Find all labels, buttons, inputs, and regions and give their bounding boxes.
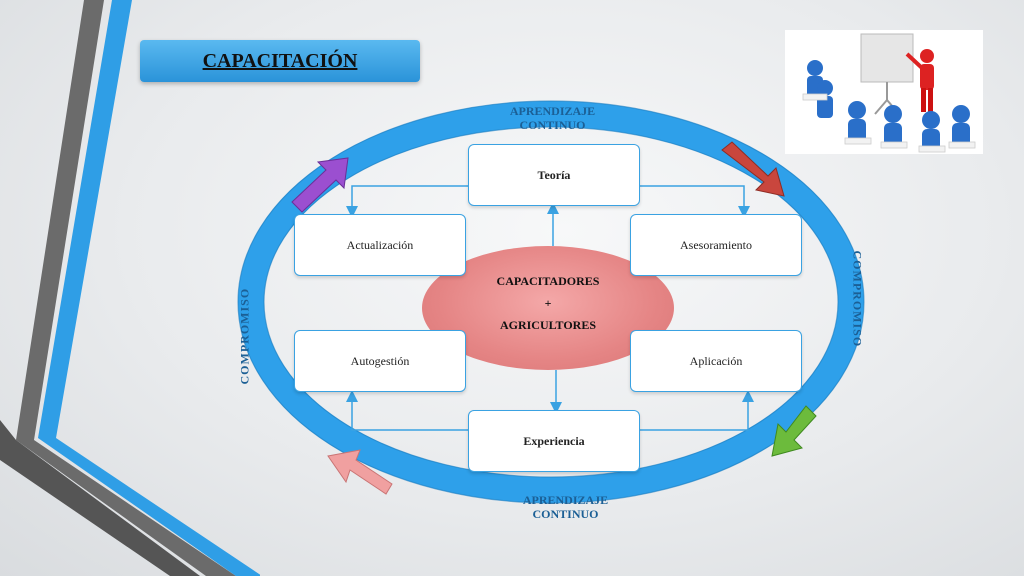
arrow-pink-icon	[327, 449, 393, 495]
ring-label-bottom-line2: CONTINUO	[532, 507, 599, 521]
arrow-green-icon	[771, 405, 817, 457]
center-text: CAPACITADORES + AGRICULTORES	[422, 270, 674, 336]
node-experiencia: Experiencia	[468, 410, 640, 472]
center-line-agricultores: AGRICULTORES	[499, 318, 597, 332]
node-teoria: Teoría	[468, 144, 640, 206]
center-line-capacitadores: CAPACITADORES	[496, 274, 600, 288]
connector-experiencia-aplicacion	[640, 390, 754, 431]
node-aplicacion: Aplicación	[630, 330, 802, 392]
ring-label-top: APRENDIZAJE CONTINUO	[500, 104, 605, 132]
title-box: CAPACITACIÓN	[140, 40, 420, 82]
outer-ring	[238, 101, 864, 503]
arrow-purple-icon	[291, 157, 349, 213]
ring-label-top-line1: APRENDIZAJE	[509, 104, 596, 118]
ring-label-left: COMPROMISO	[237, 287, 252, 385]
node-asesoramiento: Asesoramiento	[630, 214, 802, 276]
arrow-red-icon	[721, 141, 785, 197]
center-line-plus: +	[544, 296, 552, 310]
ring-label-top-line2: CONTINUO	[519, 118, 586, 132]
decorative-stripes	[0, 0, 260, 576]
page-title: CAPACITACIÓN	[202, 49, 358, 72]
connector-teoria-asesoramiento	[638, 185, 750, 218]
node-autogestion: Autogestión	[294, 330, 466, 392]
ring-label-right: COMPROMISO	[850, 250, 865, 348]
node-actualizacion: Actualización	[294, 214, 466, 276]
connector-teoria-actualizacion	[346, 185, 470, 218]
ring-label-bottom-line1: APRENDIZAJE	[522, 493, 609, 507]
connector-experiencia-autogestion	[346, 390, 468, 431]
ring-label-bottom: APRENDIZAJE CONTINUO	[513, 493, 618, 521]
training-presentation-icon	[785, 30, 983, 154]
